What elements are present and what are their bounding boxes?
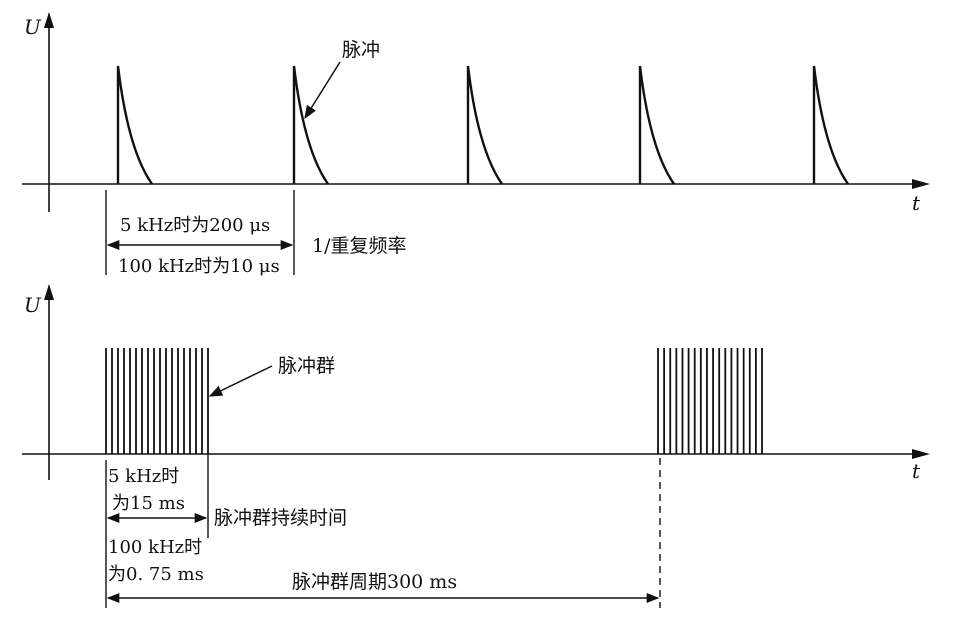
duration-label-100khz-line2: 为0. 75 ms xyxy=(108,564,204,585)
bottom-x-axis-label: t xyxy=(912,459,921,483)
period-caption: 1/重复频率 xyxy=(312,235,407,257)
top-x-axis-label: t xyxy=(912,191,921,215)
period-label-100khz: 100 kHz时为10 μs xyxy=(118,256,280,277)
top-y-axis-label: U xyxy=(24,15,42,39)
pulse-3 xyxy=(466,65,503,185)
burst-2 xyxy=(657,348,763,454)
top-y-axis-arrow xyxy=(44,12,54,28)
bottom-y-axis-label: U xyxy=(24,293,42,317)
burst-label: 脉冲群 xyxy=(278,355,335,377)
pulse-pointer-line xyxy=(304,61,341,120)
bottom-x-axis-arrow xyxy=(912,449,930,459)
bottom-chart: U t 脉冲群 5 kHz时 为15 ms 脉冲群持续时间 100 kHz时 为… xyxy=(22,284,930,608)
duration-label-100khz-line1: 100 kHz时 xyxy=(108,537,202,558)
burst-1 xyxy=(105,348,209,454)
bottom-y-axis-arrow xyxy=(44,284,54,300)
pulse-5 xyxy=(812,65,849,185)
duration-label-5khz-line1: 5 kHz时 xyxy=(108,466,179,487)
period-label-5khz: 5 kHz时为200 μs xyxy=(120,215,270,236)
pulse-4 xyxy=(638,65,675,185)
top-pulses xyxy=(116,65,849,185)
burst-pointer-line xyxy=(208,365,273,397)
pulse-label: 脉冲 xyxy=(342,39,380,61)
pulse-1 xyxy=(116,65,153,185)
top-x-axis-arrow xyxy=(912,179,930,189)
pulse-2 xyxy=(292,65,329,185)
duration-caption: 脉冲群持续时间 xyxy=(214,507,347,529)
burst-period-label: 脉冲群周期300 ms xyxy=(292,571,457,593)
top-chart: U t 脉冲 5 kHz时为200 μs 100 kHz时为10 μs 1/重复… xyxy=(22,12,930,277)
duration-label-5khz-line2: 为15 ms xyxy=(112,493,185,514)
